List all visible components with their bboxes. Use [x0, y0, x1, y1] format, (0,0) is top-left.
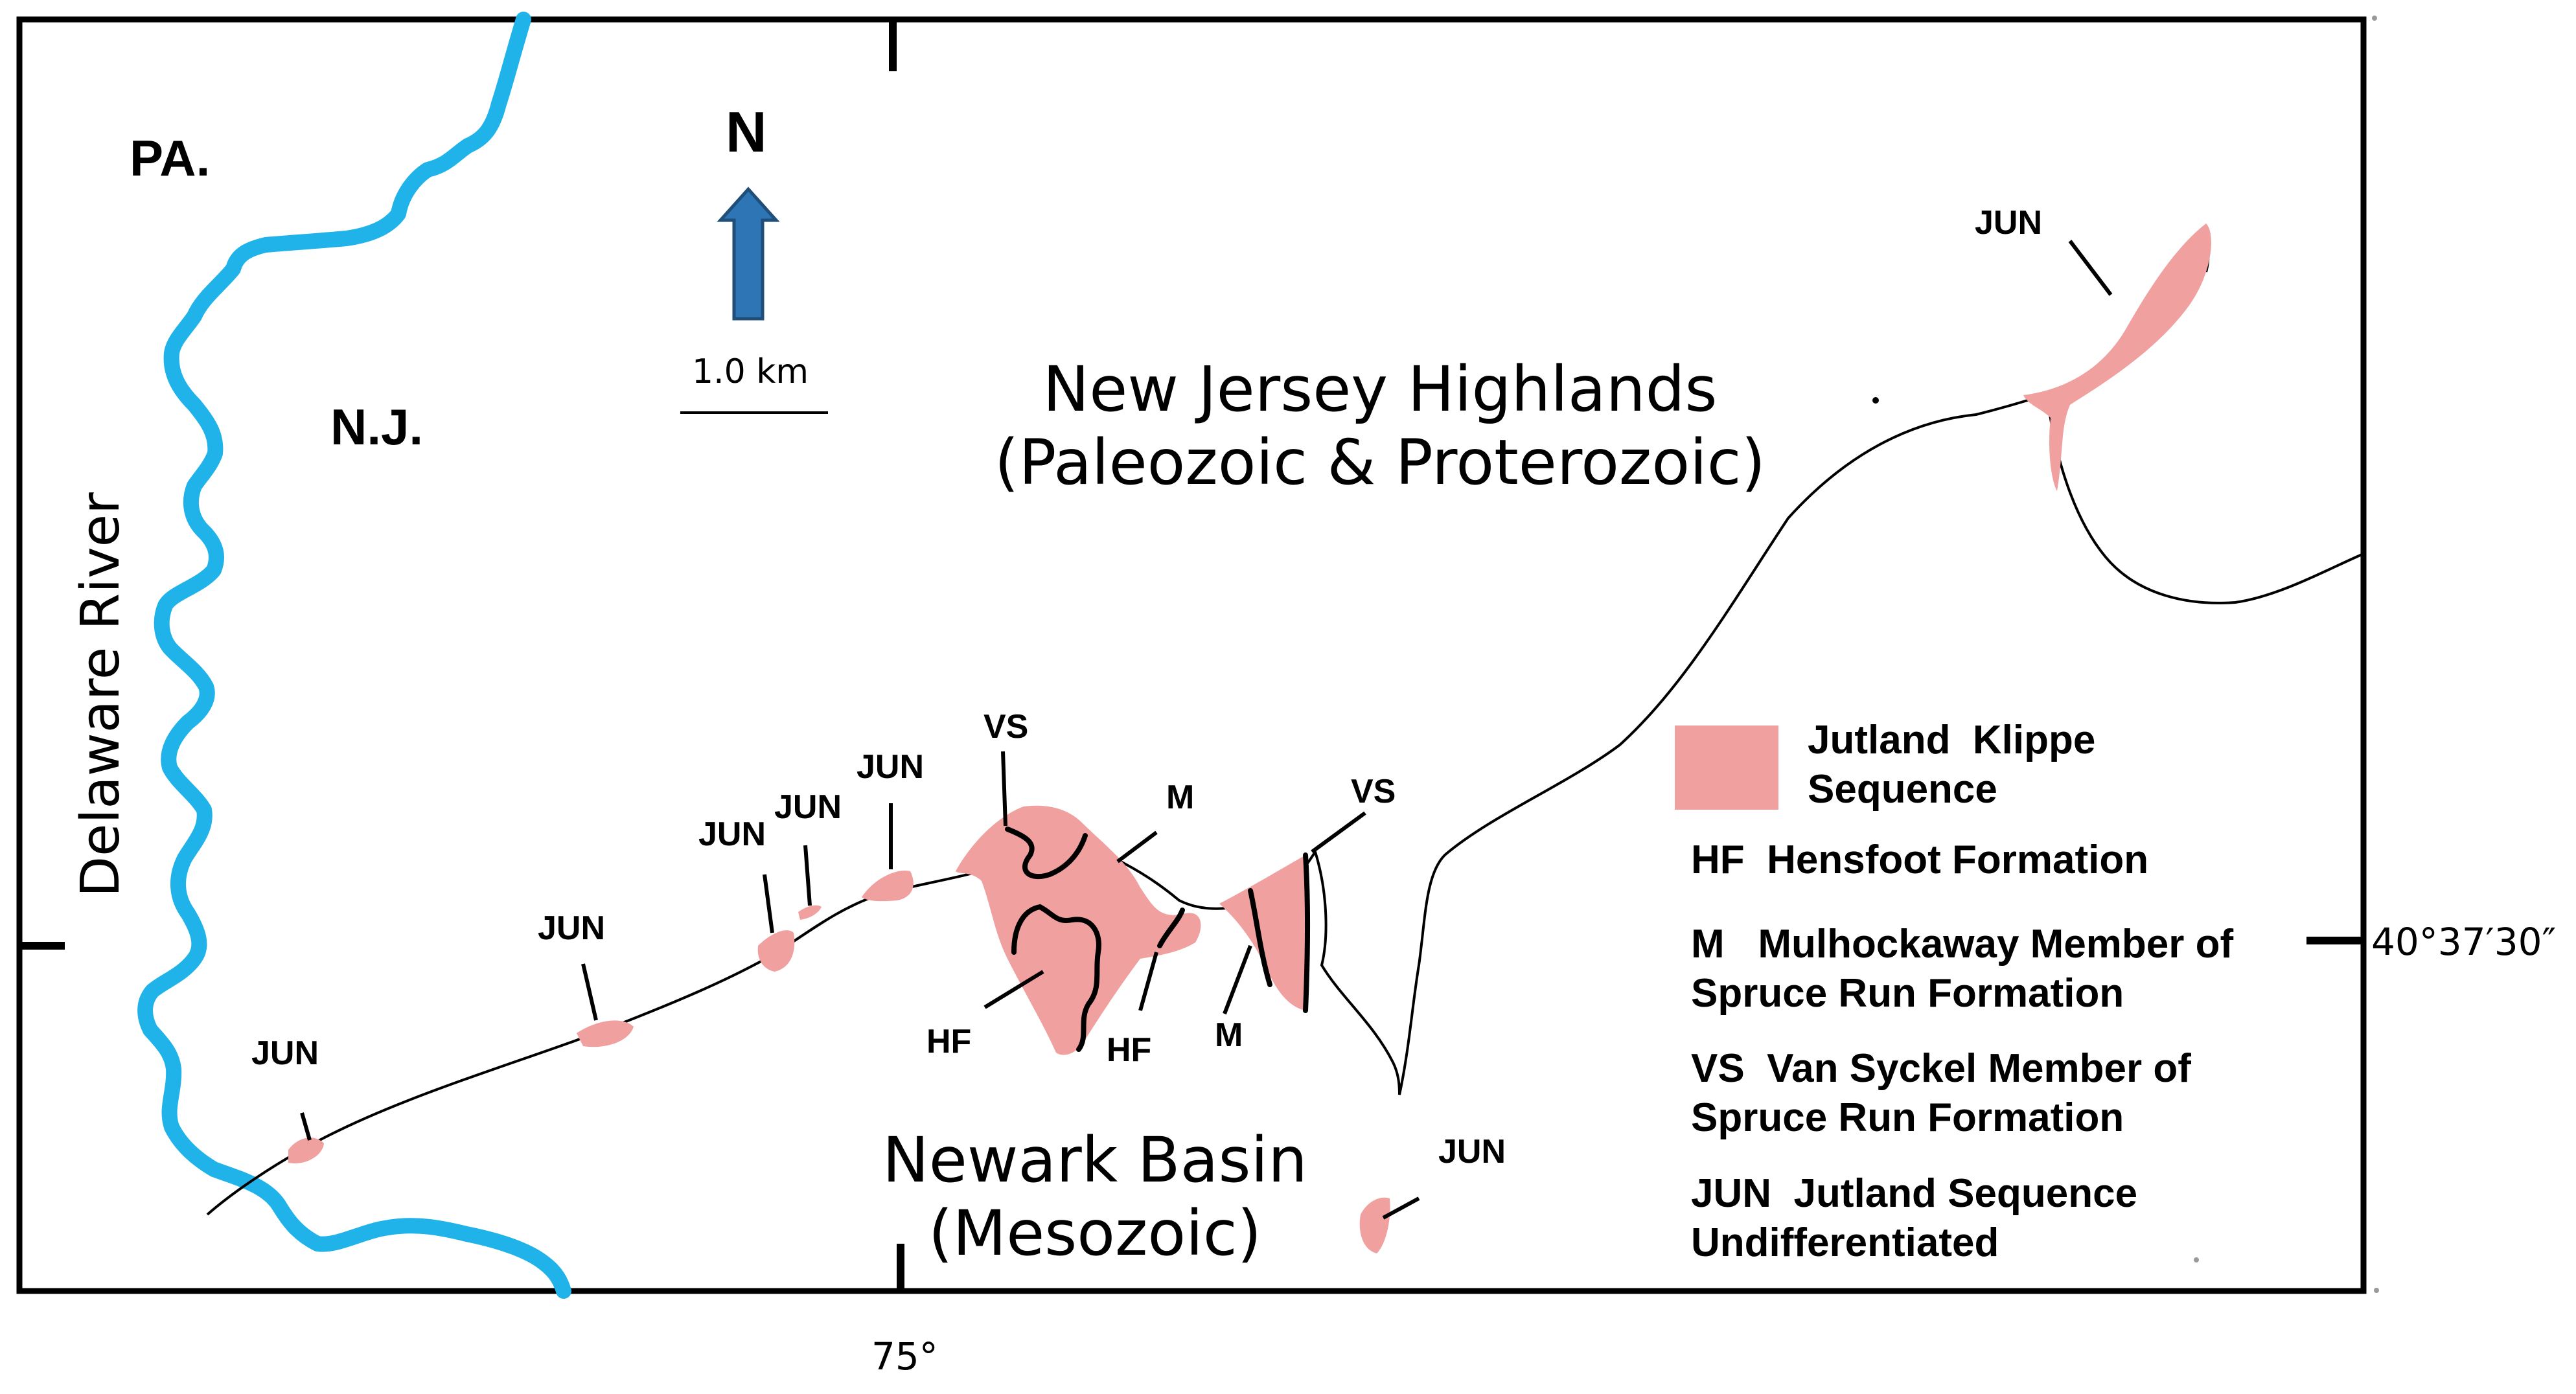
legend-m-line2: Spruce Run Formation	[1691, 970, 2124, 1016]
north-arrow-shape	[717, 187, 780, 321]
scale-bar-label: 1.0 km	[692, 352, 809, 391]
latitude-label: 40°37′30″	[2371, 920, 2557, 964]
unit-label-jun: JUN	[774, 788, 842, 826]
legend-klippe-line1: Jutland Klippe	[1808, 718, 2096, 762]
legend-m-label: M Mulhockaway Member of Spruce Run Forma…	[1691, 920, 2233, 1018]
legend-hf-label: HF Hensfoot Formation	[1691, 836, 2148, 885]
map-frame	[16, 16, 2367, 1294]
region-highlands: New Jersey Highlands (Paleozoic & Proter…	[991, 353, 1769, 500]
legend-hf-line1: HF Hensfoot Formation	[1691, 838, 2149, 882]
leader-lines	[300, 240, 2113, 1220]
region-highlands-age: (Paleozoic & Proterozoic)	[995, 426, 1765, 499]
klippe-ne-polygon	[2023, 223, 2211, 491]
north-label: N	[726, 100, 767, 164]
region-basin-age: (Mesozoic)	[928, 1197, 1262, 1270]
klippe-jun-1-polygon	[288, 1137, 324, 1163]
klippe-jun-3-polygon	[757, 930, 795, 972]
unit-label-hf: HF	[926, 1023, 972, 1060]
map-dot	[2372, 16, 2377, 21]
legend-vs-line2: Spruce Run Formation	[1691, 1095, 2124, 1140]
klippe-jun-4-polygon	[798, 905, 822, 920]
unit-label-jun: JUN	[1438, 1133, 1506, 1171]
map-dot	[2194, 1257, 2199, 1263]
state-label-pa: PA.	[130, 130, 211, 187]
legend-jun-label: JUN Jutland Sequence Undifferentiated	[1691, 1169, 2137, 1267]
legend-vs-line1: VS Van Syckel Member of	[1691, 1046, 2191, 1091]
region-basin-name: Newark Basin	[882, 1124, 1307, 1196]
longitude-label: 75°	[871, 1334, 938, 1378]
unit-label-m: M	[1215, 1016, 1243, 1054]
legend-jun-line2: Undifferentiated	[1691, 1220, 1999, 1265]
legend-klippe-line2: Sequence	[1808, 766, 1997, 812]
legend-vs-label: VS Van Syckel Member of Spruce Run Forma…	[1691, 1044, 2191, 1142]
legend-klippe-swatch	[1675, 726, 1778, 810]
region-newark-basin: Newark Basin (Mesozoic)	[836, 1124, 1354, 1271]
klippe-central-polygon	[956, 805, 1201, 1055]
river-label: Delaware River	[70, 492, 132, 897]
region-highlands-name: New Jersey Highlands	[1042, 353, 1718, 426]
delaware-river	[137, 12, 571, 1299]
klippe-vs-polygon	[1219, 855, 1310, 1011]
unit-label-hf: HF	[1107, 1031, 1152, 1069]
klippe-polygons	[288, 223, 2211, 1253]
legend-klippe-label: Jutland Klippe Sequence	[1808, 716, 2095, 814]
contact-line-main	[206, 394, 2048, 1216]
legend-m-line1: M Mulhockaway Member of	[1691, 922, 2234, 966]
unit-label-jun: JUN	[1975, 204, 2043, 242]
klippe-jun-2-polygon	[577, 1020, 634, 1047]
unit-label-m: M	[1166, 779, 1195, 816]
unit-label-vs: VS	[1351, 773, 1396, 810]
state-label-nj: N.J.	[330, 398, 424, 455]
map-dot	[2374, 1288, 2379, 1293]
map-dot	[1872, 397, 1879, 404]
contact-line-branch	[2046, 394, 2364, 604]
klippe-jun-5-polygon	[862, 871, 914, 902]
unit-label-jun: JUN	[251, 1034, 319, 1072]
unit-label-jun: JUN	[538, 909, 606, 947]
unit-label-jun: JUN	[698, 816, 766, 853]
klippe-jun-south-polygon	[1359, 1197, 1390, 1253]
legend-jun-line1: JUN Jutland Sequence	[1691, 1171, 2138, 1216]
unit-label-jun: JUN	[857, 748, 925, 786]
formation-contacts	[1005, 827, 1311, 1052]
unit-label-vs: VS	[983, 708, 1029, 746]
